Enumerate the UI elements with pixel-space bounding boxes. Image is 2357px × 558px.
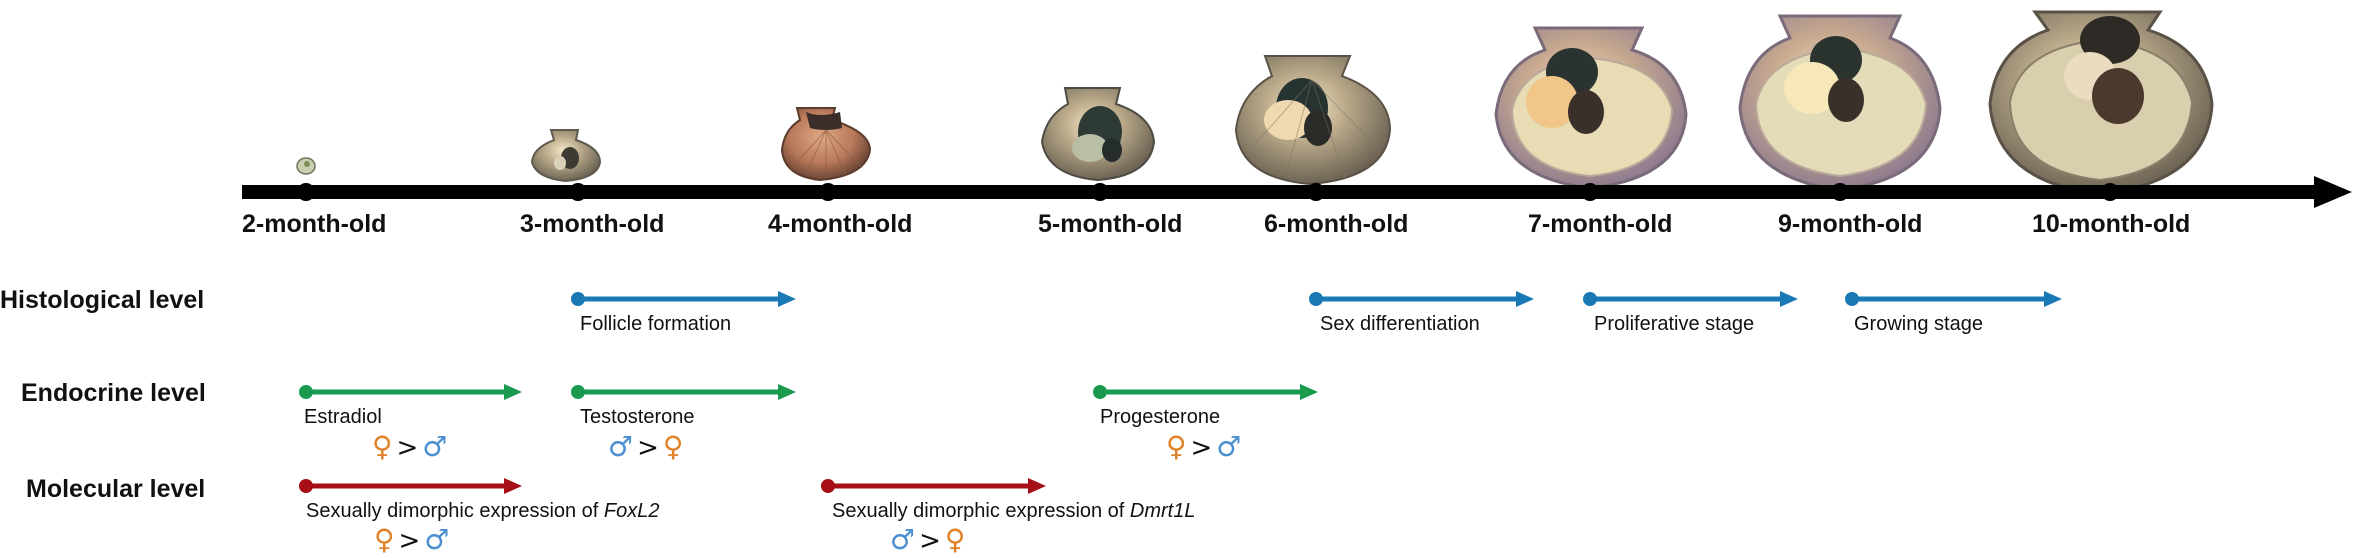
histological-events: Follicle formation Sex differentiation P…	[571, 291, 2062, 335]
event-arrowhead	[1516, 291, 1534, 307]
female-symbol: ♀	[1166, 430, 1187, 463]
event-proliferative-stage: Proliferative stage	[1583, 291, 1798, 335]
greater-than: >	[397, 433, 419, 463]
stage-label-9-month: 9-month-old	[1778, 210, 1922, 238]
event-arrowhead	[1300, 384, 1318, 400]
event-label: Growing stage	[1854, 313, 1983, 335]
stage-dot	[1091, 183, 1109, 201]
event-label: Progesterone	[1100, 406, 1220, 428]
gene-name: FoxL2	[604, 500, 660, 522]
male-symbol: ♂	[1216, 430, 1241, 463]
event-label: Estradiol	[304, 406, 382, 428]
stage-dot	[1831, 183, 1849, 201]
event-label: Proliferative stage	[1594, 313, 1754, 335]
event-estradiol: Estradiol ♀>♂	[299, 384, 522, 463]
female-symbol: ♀	[372, 430, 393, 463]
event-growing-stage: Growing stage	[1845, 291, 2062, 335]
scallop-2-month	[296, 157, 316, 175]
event-label: Sexually dimorphic expression of Dmrt1L	[832, 500, 1196, 522]
stage-dot	[819, 183, 837, 201]
female-symbol: ♀	[945, 523, 966, 556]
event-follicle-formation: Follicle formation	[571, 291, 796, 335]
greater-than: >	[399, 526, 421, 556]
stage-dot	[569, 183, 587, 201]
sex-comparison: ♂>♀	[608, 430, 683, 463]
scallop-5-month	[1040, 87, 1156, 182]
greater-than: >	[1191, 433, 1213, 463]
molecular-events: Sexually dimorphic expression of FoxL2 ♀…	[299, 478, 1196, 556]
stage-label-2-month: 2-month-old	[242, 210, 386, 238]
female-symbol: ♀	[663, 430, 684, 463]
stage-dot	[2101, 183, 2119, 201]
sex-comparison: ♀>♂	[1166, 430, 1241, 463]
level-label-histological: Histological level	[0, 286, 204, 314]
stage-markers	[297, 183, 2119, 201]
event-progesterone: Progesterone ♀>♂	[1093, 384, 1318, 463]
event-arrowhead	[778, 291, 796, 307]
male-symbol: ♂	[608, 430, 633, 463]
stage-label-3-month: 3-month-old	[520, 210, 664, 238]
event-dmrt1l: Sexually dimorphic expression of Dmrt1L …	[821, 478, 1196, 556]
stage-label-10-month: 10-month-old	[2032, 210, 2190, 238]
event-label-prefix: Sexually dimorphic expression of	[306, 500, 604, 522]
level-label-molecular: Molecular level	[26, 475, 205, 503]
level-label-endocrine: Endocrine level	[21, 379, 206, 407]
event-arrowhead	[1780, 291, 1798, 307]
male-symbol: ♂	[422, 430, 447, 463]
event-label: Sex differentiation	[1320, 313, 1480, 335]
male-symbol: ♂	[424, 523, 449, 556]
event-arrowhead	[1028, 478, 1046, 494]
scallop-7-month	[1494, 26, 1688, 190]
event-arrowhead	[2044, 291, 2062, 307]
event-foxl2: Sexually dimorphic expression of FoxL2 ♀…	[299, 478, 660, 556]
event-arrowhead	[504, 478, 522, 494]
male-symbol: ♂	[890, 523, 915, 556]
endocrine-events: Estradiol ♀>♂ Testosterone ♂>♀ Progester…	[299, 384, 1318, 463]
greater-than: >	[637, 433, 659, 463]
scallop-6-month	[1234, 55, 1392, 186]
stage-dot	[1307, 183, 1325, 201]
stage-dot	[297, 183, 315, 201]
timeline-arrowhead	[2314, 176, 2352, 208]
event-label: Sexually dimorphic expression of FoxL2	[306, 500, 660, 522]
scallop-9-month	[1738, 14, 1942, 192]
stage-dot	[1581, 183, 1599, 201]
event-sex-differentiation: Sex differentiation	[1309, 291, 1534, 335]
timeline-axis	[242, 176, 2352, 208]
stage-label-6-month: 6-month-old	[1264, 210, 1408, 238]
event-label: Follicle formation	[580, 313, 731, 335]
stage-labels: 2-month-old 3-month-old 4-month-old 5-mo…	[242, 210, 2190, 238]
sex-comparison: ♂>♀	[890, 523, 965, 556]
stage-label-5-month: 5-month-old	[1038, 210, 1182, 238]
stage-label-4-month: 4-month-old	[768, 210, 912, 238]
scallop-4-month	[780, 107, 872, 182]
scallop-3-month	[530, 129, 602, 183]
stage-label-7-month: 7-month-old	[1528, 210, 1672, 238]
gene-name: Dmrt1L	[1130, 500, 1196, 522]
sex-comparison: ♀>♂	[372, 430, 447, 463]
greater-than: >	[919, 526, 941, 556]
female-symbol: ♀	[374, 523, 395, 556]
scallop-10-month	[1988, 10, 2214, 196]
event-arrowhead	[504, 384, 522, 400]
event-testosterone: Testosterone ♂>♀	[571, 384, 796, 463]
event-label: Testosterone	[580, 406, 695, 428]
event-arrowhead	[778, 384, 796, 400]
event-label-prefix: Sexually dimorphic expression of	[832, 500, 1130, 522]
sex-comparison: ♀>♂	[374, 523, 449, 556]
